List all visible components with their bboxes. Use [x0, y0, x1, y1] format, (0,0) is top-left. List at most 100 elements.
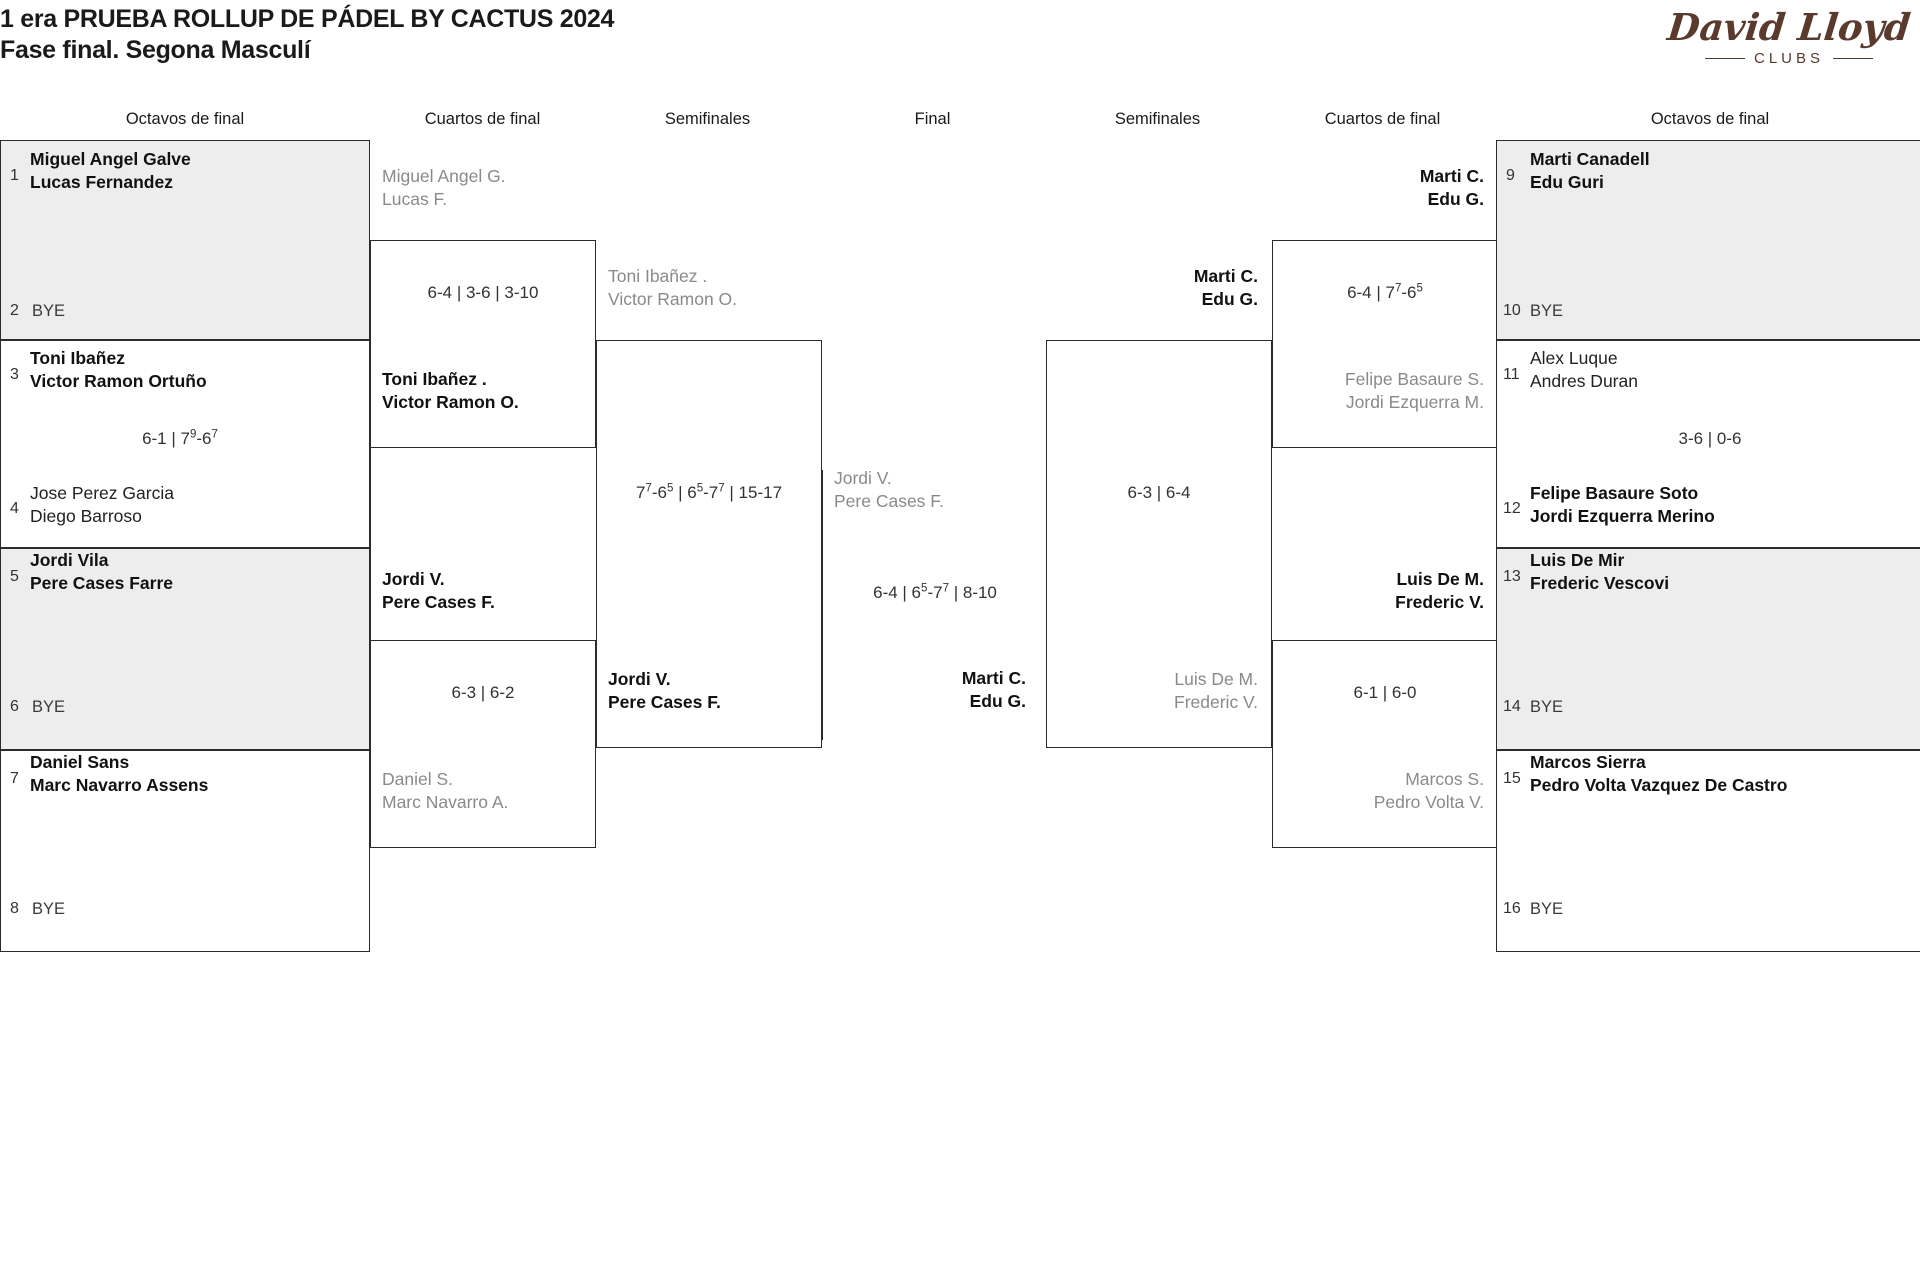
round-header-final: Final [914, 110, 951, 128]
player-name: Daniel Sans [30, 752, 130, 772]
player-name: Felipe Basaure S. [1344, 369, 1484, 389]
seed-number: 9 [1506, 167, 1515, 184]
player-name: Jordi V. [608, 669, 671, 689]
r16-box-15-16[interactable] [1496, 750, 1920, 952]
player-name: Edu G. [1201, 288, 1258, 309]
score-sf-left: 77-65 | 65-77 | 15-17 [635, 482, 783, 502]
qf-entry-right-3: Luis De M. Frederic V. [1286, 568, 1484, 613]
score-qf-right-top: 6-4 | 77-65 [1347, 282, 1423, 302]
r16-entry-13: Luis De Mir Frederic Vescovi [1530, 549, 1669, 594]
player-name: Diego Barroso [30, 505, 142, 526]
score-final: 6-4 | 65-77 | 8-10 [873, 582, 997, 602]
player-name: Pedro Volta V. [1373, 791, 1484, 812]
seed-number: 12 [1503, 500, 1521, 517]
player-name: Toni Ibañez . [608, 266, 708, 286]
score-sf-right: 6-3 | 6-4 [1127, 483, 1191, 502]
seed-number: 13 [1503, 568, 1521, 585]
sf-box-right[interactable] [1046, 340, 1272, 748]
r16-entry-2: BYE [32, 302, 66, 320]
player-name: Marti C. [1193, 266, 1258, 286]
logo-rule-left [1704, 57, 1745, 60]
player-name: Pere Cases Farre [30, 572, 174, 593]
final-entry-left: Jordi V. Pere Cases F. [834, 467, 944, 512]
player-name: Frederic V. [1395, 591, 1484, 612]
tournament-title: 1 era PRUEBA ROLLUP DE PÁDEL BY CACTUS 2… [0, 5, 615, 33]
r16-entry-1: Miguel Angel Galve Lucas Fernandez [30, 148, 191, 193]
player-name: Edu Guri [1530, 171, 1604, 192]
logo-subtitle-row: CLUBS [1664, 50, 1914, 67]
score-qf-right-bottom: 6-1 | 6-0 [1353, 683, 1417, 702]
player-name: Jordi Ezquerra M. [1345, 391, 1484, 412]
player-name: Pere Cases F. [834, 490, 944, 511]
player-name: Alex Luque [1530, 348, 1618, 368]
r16-box-13-14[interactable] [1496, 548, 1920, 750]
qf-box-left-top[interactable] [370, 240, 596, 448]
r16-box-3-4[interactable] [0, 340, 370, 548]
r16-box-1-2[interactable] [0, 140, 370, 340]
player-name: Jordi Ezquerra Merino [1530, 505, 1715, 526]
qf-entry-right-2: Felipe Basaure S. Jordi Ezquerra M. [1286, 368, 1484, 413]
sf-entry-right-1: Marti C. Edu G. [1060, 265, 1258, 310]
r16-entry-7: Daniel Sans Marc Navarro Assens [30, 751, 208, 796]
seed-number: 14 [1503, 698, 1521, 715]
r16-entry-3: Toni Ibañez Victor Ramon Ortuño [30, 347, 207, 392]
seed-number: 6 [10, 698, 19, 715]
r16-box-5-6[interactable] [0, 548, 370, 750]
qf-connector-left [370, 240, 372, 848]
qf-entry-right-1: Marti C. Edu G. [1286, 165, 1484, 210]
player-name: Toni Ibañez [30, 348, 125, 368]
r16-entry-8: BYE [32, 900, 66, 918]
player-name: Marcos S. [1405, 769, 1484, 789]
round-header-right-sf: Semifinales [1114, 110, 1201, 128]
player-name: Jose Perez Garcia [30, 483, 174, 503]
player-name: Daniel S. [382, 769, 454, 789]
seed-number: 2 [10, 302, 19, 319]
final-entry-right: Marti C. Edu G. [836, 667, 1026, 712]
seed-number: 8 [10, 900, 19, 917]
player-name: Pere Cases F. [382, 591, 495, 612]
sf-entry-right-2: Luis De M. Frederic V. [1060, 668, 1258, 713]
score-r16-3-4: 6-1 | 79-67 [142, 428, 218, 448]
r16-entry-4: Jose Perez Garcia Diego Barroso [30, 482, 174, 527]
david-lloyd-logo: David Lloyd CLUBS [1664, 5, 1914, 67]
qf-box-right-bottom[interactable] [1272, 640, 1498, 848]
qf-entry-left-4: Daniel S. Marc Navarro A. [382, 768, 508, 813]
player-name: Jordi V. [382, 569, 445, 589]
page-title: 1 era PRUEBA ROLLUP DE PÁDEL BY CACTUS 2… [0, 4, 900, 66]
player-name: Jordi V. [834, 468, 892, 488]
player-name: Edu G. [969, 690, 1026, 711]
player-name: Jordi Vila [30, 550, 109, 570]
qf-box-right-top[interactable] [1272, 240, 1498, 448]
player-name: Marc Navarro A. [382, 791, 509, 812]
player-name: Luis De Mir [1530, 550, 1625, 570]
player-name: Victor Ramon Ortuño [30, 370, 207, 391]
seed-number: 7 [10, 770, 19, 787]
player-name: Marcos Sierra [1530, 752, 1646, 772]
r16-entry-15: Marcos Sierra Pedro Volta Vazquez De Cas… [1530, 751, 1787, 796]
qf-entry-left-3: Jordi V. Pere Cases F. [382, 568, 495, 613]
player-name: Luis De M. [1174, 669, 1258, 689]
player-name: Miguel Angel G. [382, 166, 506, 186]
seed-number: 16 [1503, 900, 1521, 917]
r16-box-9-10[interactable] [1496, 140, 1920, 340]
round-header-left-sf: Semifinales [664, 110, 751, 128]
r16-entry-9: Marti Canadell Edu Guri [1530, 148, 1650, 193]
r16-box-11-12[interactable] [1496, 340, 1920, 548]
player-name: Victor Ramon O. [382, 391, 519, 412]
seed-number: 4 [10, 500, 19, 517]
sf-box-left[interactable] [596, 340, 822, 748]
r16-entry-14: BYE [1530, 698, 1564, 716]
player-name: Pere Cases F. [608, 691, 721, 712]
r16-box-7-8[interactable] [0, 750, 370, 952]
seed-number: 11 [1503, 366, 1520, 383]
player-name: Pedro Volta Vazquez De Castro [1530, 774, 1788, 795]
score-qf-left-bottom: 6-3 | 6-2 [451, 683, 515, 702]
qf-box-left-bottom[interactable] [370, 640, 596, 848]
round-header-left-qf: Cuartos de final [424, 110, 541, 128]
r16-entry-12: Felipe Basaure Soto Jordi Ezquerra Merin… [1530, 482, 1715, 527]
player-name: Marti C. [961, 668, 1026, 688]
round-header-right-r16: Octavos de final [1650, 110, 1770, 128]
round-header-right-qf: Cuartos de final [1324, 110, 1441, 128]
seed-number: 3 [10, 366, 19, 383]
player-name: Marc Navarro Assens [30, 774, 209, 795]
